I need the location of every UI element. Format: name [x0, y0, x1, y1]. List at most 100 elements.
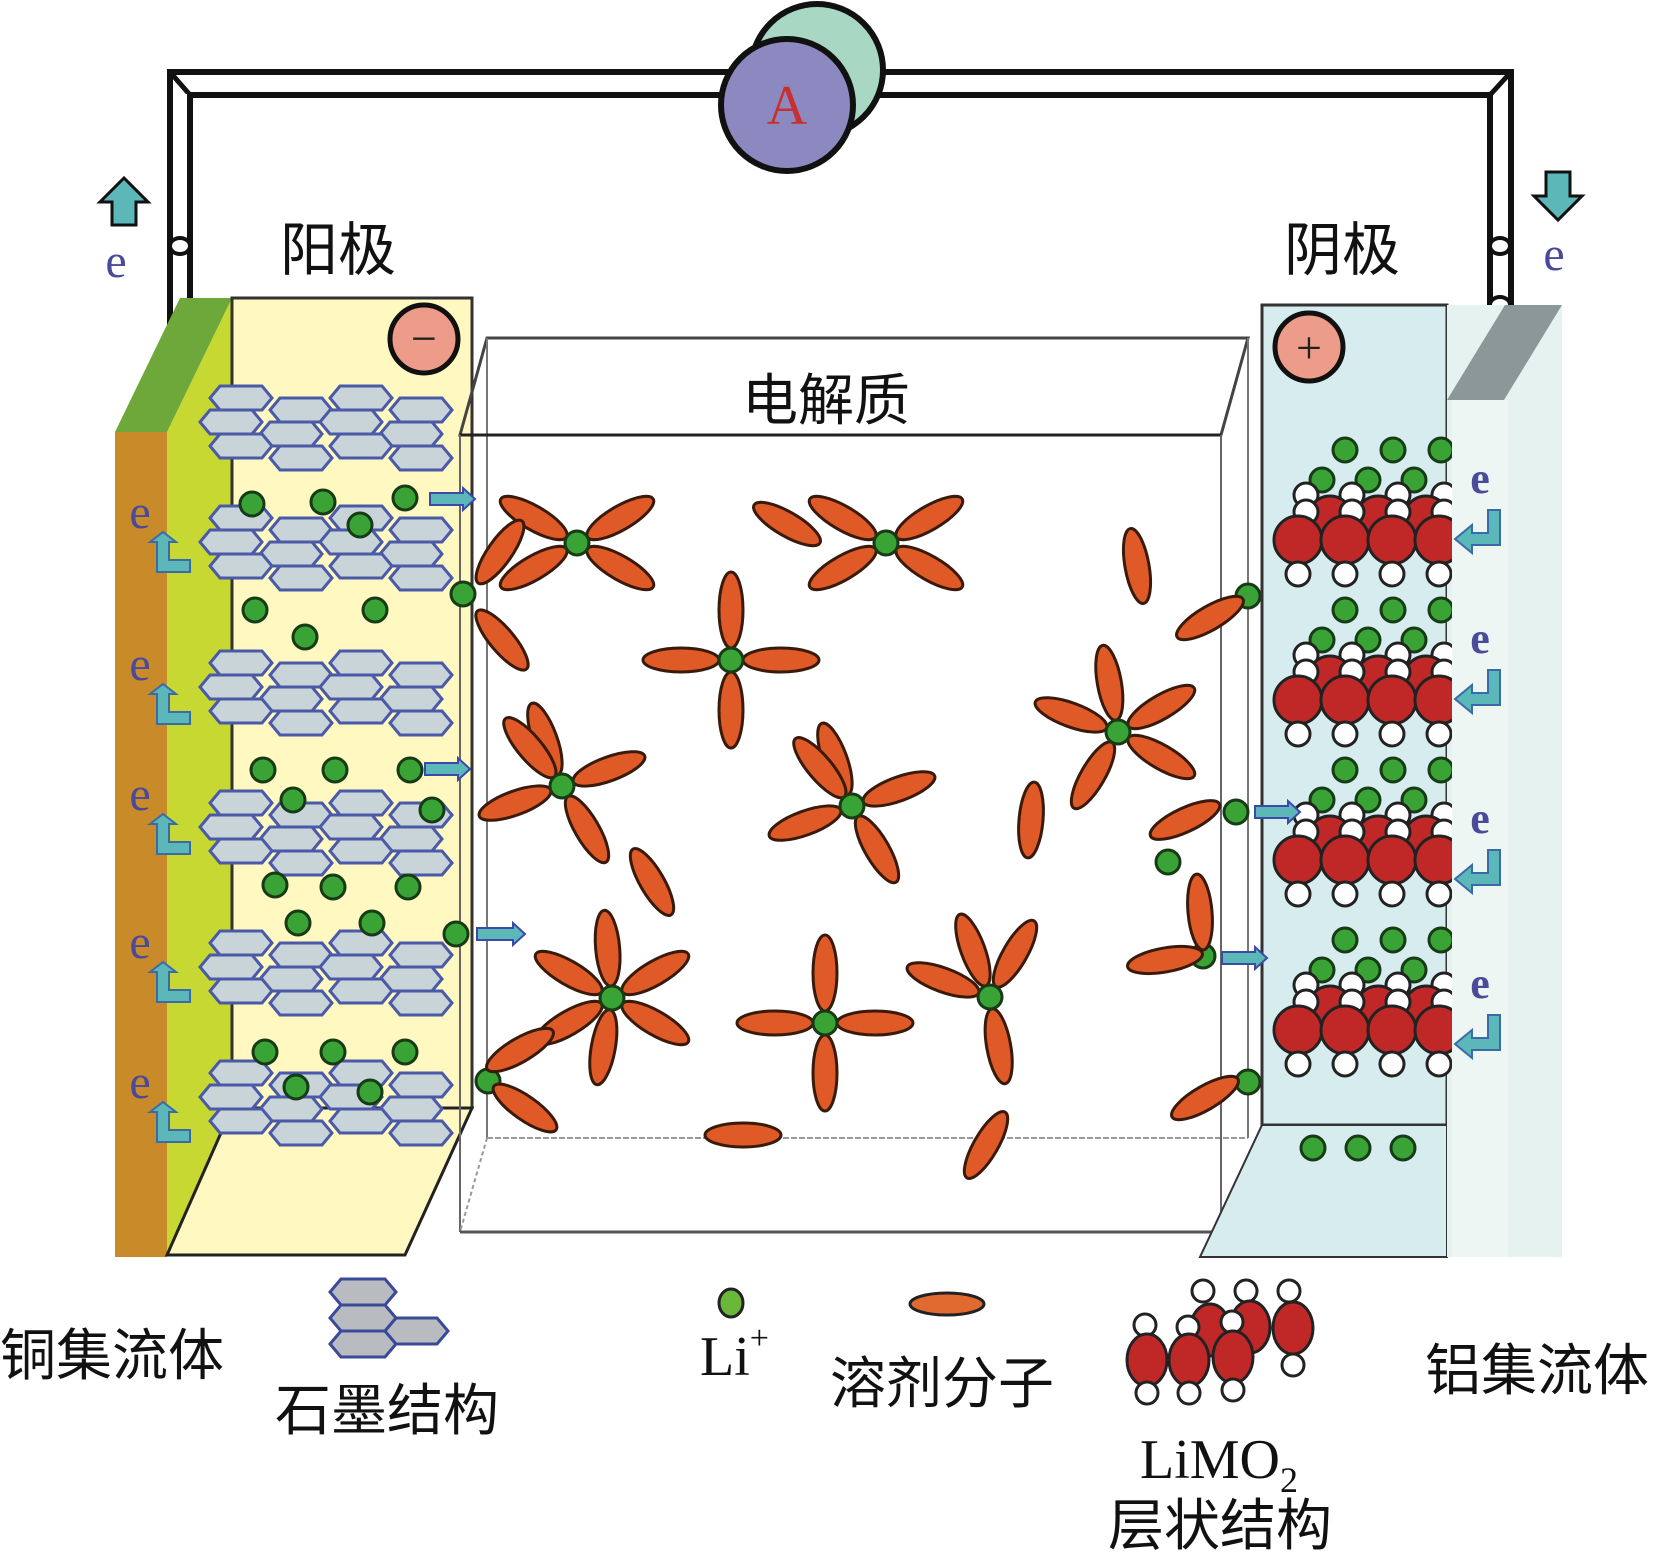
- solvent-molecule: [1126, 733, 1197, 781]
- solvent-molecule: [1017, 780, 1045, 860]
- electron-label: e: [129, 1056, 150, 1109]
- graphite-hexagon: [318, 953, 384, 981]
- solvent-molecule: [735, 1009, 815, 1037]
- li-ion: [418, 796, 446, 824]
- legend-limo2-icon: [1125, 1278, 1315, 1406]
- graphite-hexagon: [388, 396, 454, 424]
- electron-label: e: [1470, 959, 1490, 1008]
- graphite-hexagon: [388, 1071, 454, 1099]
- li-ion: [1379, 436, 1407, 464]
- electron-label: e: [1470, 614, 1490, 663]
- metal-atom: [1211, 1329, 1255, 1385]
- solvation-cluster: [767, 721, 937, 885]
- graphite-hexagon: [318, 408, 384, 436]
- li-ion: [238, 490, 266, 518]
- li-ion: [1331, 596, 1359, 624]
- li-ion: [1379, 926, 1407, 954]
- graphite-hexagon: [388, 989, 454, 1017]
- oxygen-atom: [1378, 1050, 1406, 1078]
- li-ion: [282, 1073, 310, 1101]
- cathode-positive-sign: [1272, 310, 1346, 384]
- metal-atom: [1319, 834, 1371, 886]
- solvent-molecule: [1148, 799, 1222, 841]
- electrolyte-container: 电解质: [442, 336, 1262, 1234]
- metal-atom: [1125, 1332, 1169, 1388]
- li-ion: [361, 596, 389, 624]
- graphite-hexagon: [268, 709, 334, 737]
- oxygen-atom: [1220, 1377, 1246, 1403]
- solvent-molecule: [628, 847, 676, 917]
- li-ion: [1331, 756, 1359, 784]
- solvent-molecule: [983, 1007, 1014, 1086]
- solvent-molecule: [1121, 527, 1153, 605]
- legend-solvent: 溶剂分子: [830, 1352, 1054, 1417]
- solvation-cluster: [807, 494, 965, 592]
- li-ion: [1389, 1134, 1417, 1162]
- li-ion: [442, 920, 470, 948]
- graphite-hexagon: [388, 709, 454, 737]
- solvent-molecule: [811, 1033, 839, 1113]
- graphite-hexagon: [268, 564, 334, 592]
- solvent-molecule: [991, 918, 1039, 989]
- li-ion: [811, 1009, 839, 1037]
- electron-label: e: [1470, 794, 1490, 843]
- electron-curved-arrow-icon: [147, 682, 191, 725]
- graphite-hexagon: [328, 929, 394, 957]
- solvent-molecule: [853, 814, 901, 885]
- graphite-hexagon: [328, 697, 394, 725]
- solvent-molecule: [703, 1121, 783, 1149]
- li-ion: [346, 511, 374, 539]
- limo2-layer: [1272, 926, 1465, 1078]
- solvent-molecule: [767, 804, 843, 842]
- graphite-hexagon: [318, 813, 384, 841]
- li-ion: [251, 1038, 279, 1066]
- li-ion: [1344, 1134, 1372, 1162]
- li-ion: [1299, 1134, 1327, 1162]
- graphite-hexagon: [208, 789, 274, 817]
- li-ion: [279, 786, 307, 814]
- limo2-layer: [1272, 756, 1465, 908]
- solvation-cluster: [477, 701, 647, 865]
- graphite-hexagon: [208, 929, 274, 957]
- solvent-molecules: [442, 494, 1262, 1180]
- oxygen-atom: [1331, 560, 1359, 588]
- electron-flow-up-icon: [96, 175, 152, 227]
- graphite-hexagon: [208, 384, 274, 412]
- solvent-molecule: [485, 1026, 555, 1074]
- li-ion: [563, 529, 591, 557]
- oxygen-atom: [1284, 560, 1312, 588]
- solvation-cluster: [735, 933, 915, 1113]
- solvent-molecule: [474, 608, 530, 672]
- ammeter-face: [718, 36, 856, 174]
- li-ion: [358, 909, 386, 937]
- li-ion: [1104, 718, 1132, 746]
- electron-curved-arrow-icon: [147, 812, 191, 855]
- graphite-hexagon: [328, 1059, 394, 1087]
- graphite-hexagon: [208, 552, 274, 580]
- solvent-molecule: [474, 518, 526, 586]
- graphite-hexagon: [328, 384, 394, 412]
- li-ion: [321, 756, 349, 784]
- li-ion: [241, 596, 269, 624]
- electron-curved-arrow-icon: [147, 530, 191, 573]
- graphite-hexagon: [268, 1119, 334, 1147]
- limo2-layer: [1272, 596, 1465, 748]
- oxygen-atom: [1176, 1380, 1202, 1406]
- oxygen-atom: [1331, 1050, 1359, 1078]
- li-ion: [1379, 756, 1407, 784]
- li-ion: [1427, 596, 1455, 624]
- li-ion: [261, 871, 289, 899]
- graphite-hexagon: [208, 977, 274, 1005]
- cathode-title: 阴极: [1284, 216, 1400, 284]
- legend-solvent-icon: [908, 1291, 986, 1317]
- oxygen-atom: [1284, 1050, 1312, 1078]
- metal-atom: [1366, 1004, 1418, 1056]
- li-ion: [249, 756, 277, 784]
- graphite-hexagon: [198, 528, 264, 556]
- li-ion: [391, 484, 419, 512]
- graphite-hexagon: [208, 432, 274, 460]
- li-ion: [319, 873, 347, 901]
- legend-aluminum-collector: 铝集流体: [1425, 1339, 1649, 1404]
